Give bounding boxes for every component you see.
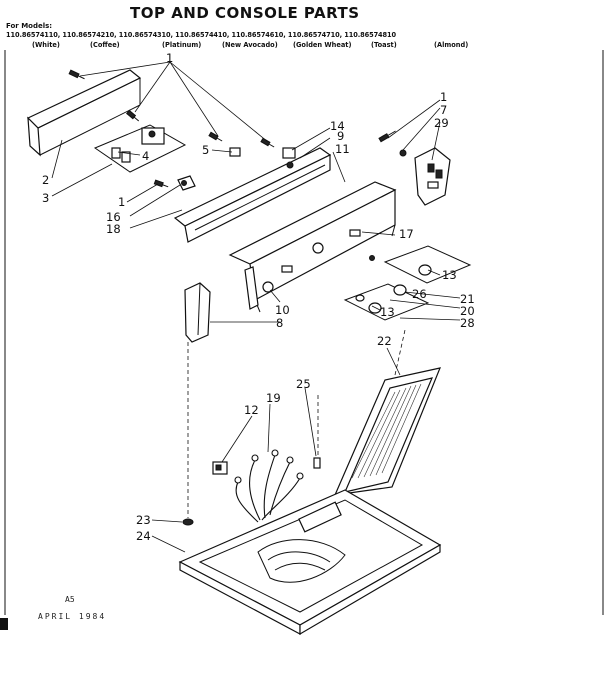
page-title: TOP AND CONSOLE PARTS — [130, 4, 360, 22]
label-9: 9 — [337, 129, 344, 143]
part-number-labels: 1 1 7 29 14 9 11 4 5 2 3 1 16 18 17 13 2… — [42, 51, 475, 543]
label-3: 3 — [42, 191, 49, 205]
wire-harness — [234, 449, 304, 523]
label-20: 20 — [460, 304, 475, 318]
label-18: 18 — [106, 222, 121, 236]
end-cap-left — [184, 282, 211, 343]
label-4: 4 — [142, 149, 149, 163]
label-29: 29 — [434, 116, 449, 130]
for-models-label: For Models: — [6, 22, 53, 30]
color-new-avocado: (New Avocado) — [222, 41, 278, 49]
color-white: (White) — [32, 41, 60, 49]
color-golden-wheat: (Golden Wheat) — [293, 41, 352, 49]
label-11: 11 — [335, 142, 350, 156]
screws — [68, 69, 396, 188]
side-trim-plate — [26, 69, 142, 157]
switch-assembly — [93, 124, 187, 173]
label-1b: 1 — [440, 90, 447, 104]
revision-date: APRIL 1984 — [38, 612, 107, 621]
label-1a: 1 — [166, 51, 173, 65]
knob-groups — [343, 245, 472, 321]
console-mounting-rail — [173, 147, 332, 243]
color-coffee: (Coffee) — [90, 41, 120, 49]
leader-lines — [51, 61, 461, 553]
label-16: 16 — [106, 210, 121, 224]
cabinet-top — [178, 489, 442, 636]
corner-code: A5 — [65, 595, 75, 604]
color-almond: (Almond) — [434, 41, 469, 49]
label-13a: 13 — [442, 268, 457, 282]
label-26: 26 — [412, 287, 427, 301]
label-13b: 13 — [380, 305, 395, 319]
label-12: 12 — [244, 403, 259, 417]
label-23: 23 — [136, 513, 151, 527]
color-toast: (Toast) — [371, 41, 397, 49]
label-28: 28 — [460, 316, 475, 330]
lid-panel — [334, 367, 441, 496]
label-8: 8 — [276, 316, 283, 330]
label-22: 22 — [377, 334, 392, 348]
label-19: 19 — [266, 391, 281, 405]
grommet — [182, 518, 194, 526]
console-panel — [228, 181, 397, 313]
model-colors: (White) (Coffee) (Platinum) (New Avocado… — [6, 41, 606, 51]
connector — [313, 457, 321, 469]
corner-mark — [0, 618, 8, 630]
color-platinum: (Platinum) — [162, 41, 202, 49]
label-17: 17 — [399, 227, 414, 241]
label-7: 7 — [440, 103, 447, 117]
model-numbers: 110.86574110, 110.86574210, 110.86574310… — [6, 31, 397, 39]
thermostat — [212, 461, 228, 475]
label-10: 10 — [275, 303, 290, 317]
end-cap-bracket — [399, 147, 451, 206]
label-21: 21 — [460, 292, 475, 306]
label-1c: 1 — [118, 195, 125, 209]
label-2: 2 — [42, 173, 49, 187]
label-5: 5 — [202, 143, 209, 157]
label-24: 24 — [136, 529, 151, 543]
label-25: 25 — [296, 377, 311, 391]
label-14: 14 — [330, 119, 345, 133]
